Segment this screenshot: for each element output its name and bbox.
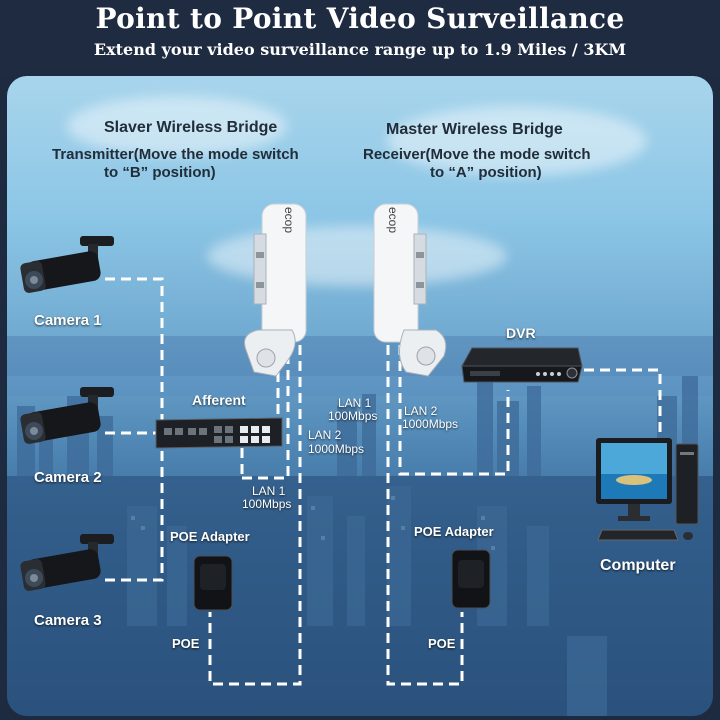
master-poe-adapter-icon (451, 549, 491, 609)
master-lan2-port: LAN 2 (404, 404, 438, 418)
master-lan1-speed: 100Mbps (328, 409, 378, 423)
computer-icon (596, 438, 699, 541)
city-skyline-background (7, 336, 713, 716)
camera-2-icon (20, 387, 114, 444)
master-poe-cable (386, 345, 464, 686)
slave-bridge-description-line1: Transmitter(Move the mode switch (52, 146, 299, 163)
dvr-to-computer-cable (584, 368, 662, 440)
camera-1-label: Camera 1 (34, 312, 102, 329)
switch-label: Afferent (192, 392, 246, 408)
master-lan1-port: LAN 1 (338, 396, 372, 410)
network-switch-icon (155, 417, 283, 449)
master-bridge-brand: ecop (386, 206, 401, 234)
page-subtitle: Extend your video surveillance range up … (93, 40, 627, 59)
dvr-icon (461, 347, 583, 383)
slave-bridge-title: Slaver Wireless Bridge (104, 119, 278, 136)
slave-poe-adapter-label: POE Adapter (170, 529, 250, 544)
slave-lan1-speed: 100Mbps (242, 497, 292, 511)
dvr-label: DVR (506, 325, 536, 341)
camera-1-icon (20, 236, 114, 293)
master-lan2-speed: 1000Mbps (402, 417, 459, 431)
master-bridge-title: Master Wireless Bridge (386, 121, 563, 138)
slave-poe-cable (208, 345, 302, 686)
slave-lan1-cable (242, 345, 290, 480)
master-poe-line-label: POE (428, 636, 456, 651)
slave-poe-adapter-icon (193, 555, 233, 611)
master-poe-adapter-label: POE Adapter (414, 524, 494, 539)
slave-lan2-speed: 1000Mbps (308, 442, 365, 456)
cloud (387, 106, 647, 176)
slave-bridge-device-icon (244, 203, 307, 377)
slave-bridge-description-line2: to “B” position) (104, 164, 216, 181)
slave-bridge-brand: ecop (282, 206, 297, 234)
master-bridge-device-icon (373, 203, 447, 377)
camera1-cable (105, 277, 164, 425)
slave-lan2-port: LAN 2 (308, 428, 342, 442)
page-title: Point to Point Video Surveillance (95, 2, 625, 35)
header-band (0, 0, 720, 78)
slave-lan1-port: LAN 1 (252, 484, 286, 498)
camera3-cable (105, 440, 164, 582)
cloud (67, 96, 287, 156)
camera-3-label: Camera 3 (34, 612, 102, 629)
computer-label: Computer (600, 557, 676, 574)
master-lan2-cable (398, 345, 510, 476)
diagram-panel (7, 76, 713, 716)
camera-2-label: Camera 2 (34, 469, 102, 486)
master-bridge-description-line2: to “A” position) (430, 164, 542, 181)
master-bridge-description-line1: Receiver(Move the mode switch (363, 146, 591, 163)
slave-poe-line-label: POE (172, 636, 200, 651)
camera-3-icon (20, 534, 114, 591)
